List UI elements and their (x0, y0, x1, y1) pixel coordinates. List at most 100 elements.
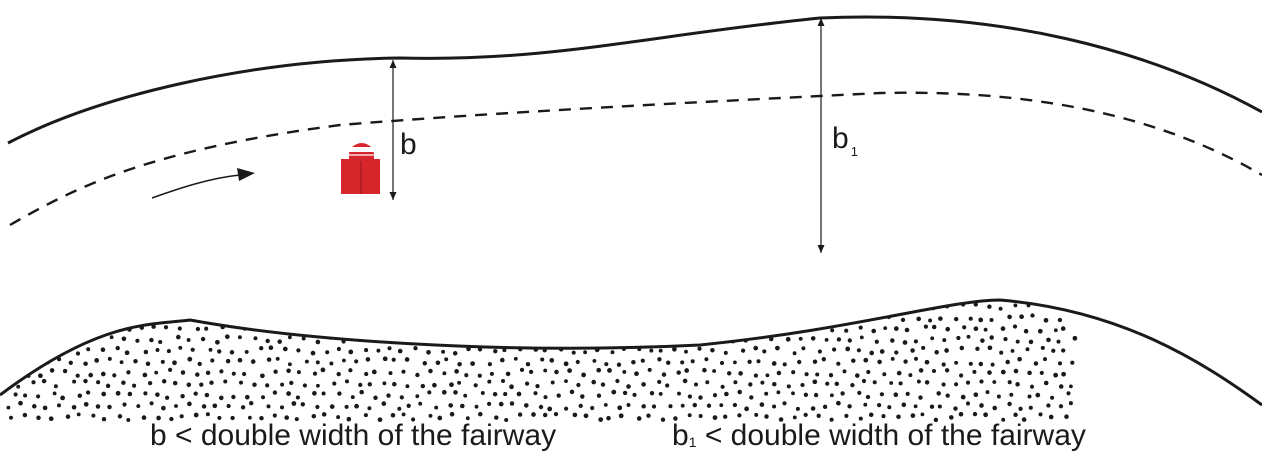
shoal-dot (143, 391, 148, 396)
shoal-dot (610, 350, 615, 355)
shoal-dot (1037, 328, 1043, 334)
shoal-dot (354, 204, 359, 209)
shoal-dot (760, 380, 765, 385)
shoal-dot (737, 389, 742, 395)
shoal-dot (665, 360, 671, 365)
shoal-dot (644, 316, 649, 322)
shoal-dot (764, 325, 769, 331)
shoal-dot (341, 269, 345, 273)
shoal-dot (261, 318, 267, 323)
shoal-dot (291, 401, 297, 406)
shoal-dot (978, 361, 984, 367)
shoal-dot (100, 371, 106, 377)
shoal-dot (18, 400, 23, 406)
shoal-dot (912, 271, 917, 276)
shoal-dot (763, 261, 768, 266)
shoal-dot (88, 372, 94, 378)
shoal-dot (542, 412, 548, 418)
shoal-dot (830, 328, 835, 333)
shoal-dot (373, 280, 377, 284)
shoal-dot (591, 379, 596, 385)
shoal-dot (939, 270, 943, 274)
shoal-dot (968, 361, 973, 366)
shoal-dot (641, 382, 646, 387)
shoal-dot (479, 257, 483, 261)
shoal-dot (863, 402, 868, 407)
shoal-dot (535, 383, 540, 389)
shoal-dot (447, 268, 452, 273)
shoal-dot (815, 372, 820, 377)
shoal-dot (223, 379, 228, 384)
shoal-dot (1068, 401, 1073, 406)
shoal-dot (829, 417, 834, 422)
shoal-dot (341, 339, 346, 344)
shoal-dot (744, 406, 749, 412)
shoal-dot (825, 381, 830, 386)
shoal-dot (318, 228, 322, 232)
shoal-dot (406, 225, 410, 229)
shoal-dot (382, 356, 388, 362)
shoal-dot (320, 367, 326, 373)
shoal-dot (521, 335, 527, 341)
shoal-dot (556, 393, 561, 398)
shoal-dot (344, 228, 348, 232)
shoal-dot (352, 241, 356, 245)
shoal-dot (804, 261, 808, 265)
shoal-dot (52, 391, 57, 396)
shoal-dot (641, 292, 646, 297)
lower-bank-line (0, 298, 1262, 407)
shoal-dot (649, 327, 654, 331)
shoal-dot (358, 382, 363, 388)
shoal-dot (1043, 317, 1049, 323)
shoal-dot (132, 383, 137, 388)
shoal-dot (976, 281, 980, 285)
shoal-dot (266, 404, 271, 409)
shoal-dot (427, 390, 432, 395)
shoal-dot (987, 345, 993, 351)
shoal-dot (677, 391, 681, 396)
shoal-dot (86, 347, 91, 352)
shoal-dot (968, 273, 972, 277)
shoal-dot (193, 391, 198, 396)
shoal-dot (504, 417, 509, 423)
shoal-dot (133, 358, 138, 364)
shoal-dot (657, 357, 662, 362)
shoal-dot (1018, 406, 1023, 411)
shoal-dot (311, 413, 317, 419)
shoal-dot (778, 417, 784, 422)
shoal-dot (30, 361, 36, 366)
shoal-dot (382, 247, 386, 251)
shoal-dot (495, 282, 499, 286)
shoal-dot (536, 295, 540, 299)
shoal-dot (978, 317, 984, 323)
shoal-dot (989, 335, 994, 340)
shoal-dot (418, 401, 423, 406)
shoal-dot (375, 219, 380, 224)
shoal-dot (151, 324, 156, 329)
shoal-dot (747, 359, 752, 364)
shoal-dot (771, 361, 777, 366)
shoal-dot (217, 415, 222, 420)
shoal-dot (310, 350, 316, 356)
shoal-dot (872, 284, 876, 288)
shoal-dot (879, 392, 885, 397)
shoal-dot (445, 316, 450, 321)
shoal-dot (387, 237, 391, 241)
shoal-dot (698, 395, 703, 400)
shoal-dot (436, 250, 440, 254)
shoal-dot (363, 413, 368, 418)
shoal-dot (681, 290, 685, 294)
shoal-dot (424, 325, 429, 330)
shoal-dot (1015, 382, 1020, 387)
shoal-dot (294, 237, 299, 242)
shoal-dot (498, 401, 504, 407)
shoal-dot (488, 247, 492, 251)
shoal-dot (371, 271, 375, 275)
shoal-dot (764, 414, 769, 419)
shoal-dot (290, 313, 295, 319)
shoal-dot (209, 380, 214, 385)
shoal-dot (127, 391, 133, 397)
shoal-dot (83, 401, 89, 407)
shoal-dot (399, 260, 403, 264)
shoal-dot (652, 317, 657, 322)
